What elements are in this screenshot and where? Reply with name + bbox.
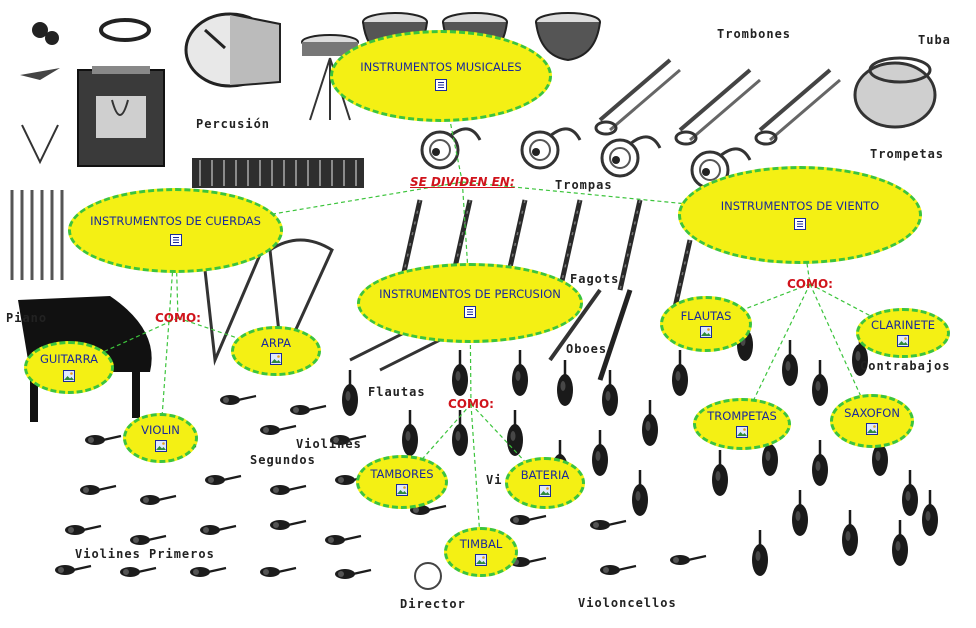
note-icon[interactable] xyxy=(794,218,806,231)
image-icon[interactable] xyxy=(475,554,487,567)
node-label: ARPA xyxy=(261,335,291,350)
label-violines-segundos-b: Segundos xyxy=(250,453,316,467)
node-instrumentos-musicales[interactable]: INSTRUMENTOS MUSICALES xyxy=(330,30,552,122)
label-director: Director xyxy=(400,597,466,611)
node-clarinete[interactable]: CLARINETE xyxy=(856,308,950,358)
label-violoncellos: Violoncellos xyxy=(578,596,677,610)
node-saxofon[interactable]: SAXOFON xyxy=(830,394,914,448)
image-icon[interactable] xyxy=(396,484,408,497)
node-tambores[interactable]: TAMBORES xyxy=(356,455,448,509)
label-vi: Vi xyxy=(486,473,503,487)
label-tuba: Tuba xyxy=(918,33,951,47)
node-arpa[interactable]: ARPA xyxy=(231,326,321,376)
connector-como-percusion: COMO: xyxy=(448,397,494,411)
node-label: TIMBAL xyxy=(459,536,503,551)
node-label: BATERIA xyxy=(520,467,570,482)
label-oboes: Oboes xyxy=(566,342,608,356)
node-instrumentos-de-percusion[interactable]: INSTRUMENTOS DE PERCUSION xyxy=(357,263,583,343)
node-trompetas[interactable]: TROMPETAS xyxy=(693,398,791,450)
image-icon[interactable] xyxy=(154,440,167,453)
connector-como-cuerdas: COMO: xyxy=(155,311,201,325)
label-piano: Piano xyxy=(6,311,48,325)
node-violin[interactable]: VIOLIN xyxy=(123,413,198,463)
node-label: TROMPETAS xyxy=(707,408,777,423)
node-label: TAMBORES xyxy=(370,466,434,481)
note-icon[interactable] xyxy=(464,306,476,319)
label-percusion: Percusión xyxy=(196,117,271,131)
node-instrumentos-de-cuerdas[interactable]: INSTRUMENTOS DE CUERDAS xyxy=(68,188,283,273)
image-icon[interactable] xyxy=(897,335,909,348)
node-label: INSTRUMENTOS MUSICALES xyxy=(360,59,522,74)
connector-como-viento: COMO: xyxy=(787,277,833,291)
node-guitarra[interactable]: GUITARRA xyxy=(24,341,114,394)
image-icon[interactable] xyxy=(700,326,712,339)
image-icon[interactable] xyxy=(270,353,282,366)
label-contrabajos: Contrabajos xyxy=(860,359,951,373)
node-label: INSTRUMENTOS DE PERCUSION xyxy=(379,286,561,301)
label-trompetas: Trompetas xyxy=(870,147,945,161)
node-label: CLARINETE xyxy=(870,317,936,332)
node-flautas[interactable]: FLAUTAS xyxy=(660,296,752,352)
node-label: SAXOFON xyxy=(844,405,900,420)
label-violines-segundos-a: Violines xyxy=(296,437,362,451)
note-icon[interactable] xyxy=(169,233,182,246)
node-label: VIOLIN xyxy=(141,422,180,437)
node-timbal[interactable]: TIMBAL xyxy=(444,527,518,577)
node-label: GUITARRA xyxy=(39,352,99,367)
connector-se-dividen: SE DIVIDEN EN: xyxy=(410,175,515,189)
image-icon[interactable] xyxy=(866,423,878,436)
node-label: INSTRUMENTOS DE CUERDAS xyxy=(90,214,261,229)
label-fagots: Fagots xyxy=(570,272,620,286)
node-label: INSTRUMENTOS DE VIENTO xyxy=(720,198,880,213)
node-label: FLAUTAS xyxy=(680,308,732,323)
node-bateria[interactable]: BATERIA xyxy=(505,457,585,509)
label-flautas: Flautas xyxy=(368,385,426,399)
image-icon[interactable] xyxy=(539,485,551,498)
label-violines-primeros: Violines Primeros xyxy=(75,547,215,561)
label-trompas: Trompas xyxy=(555,178,613,192)
image-icon[interactable] xyxy=(736,426,748,439)
node-instrumentos-de-viento[interactable]: INSTRUMENTOS DE VIENTO xyxy=(678,166,922,264)
label-trombones: Trombones xyxy=(717,27,792,41)
image-icon[interactable] xyxy=(63,369,75,382)
note-icon[interactable] xyxy=(435,79,447,92)
